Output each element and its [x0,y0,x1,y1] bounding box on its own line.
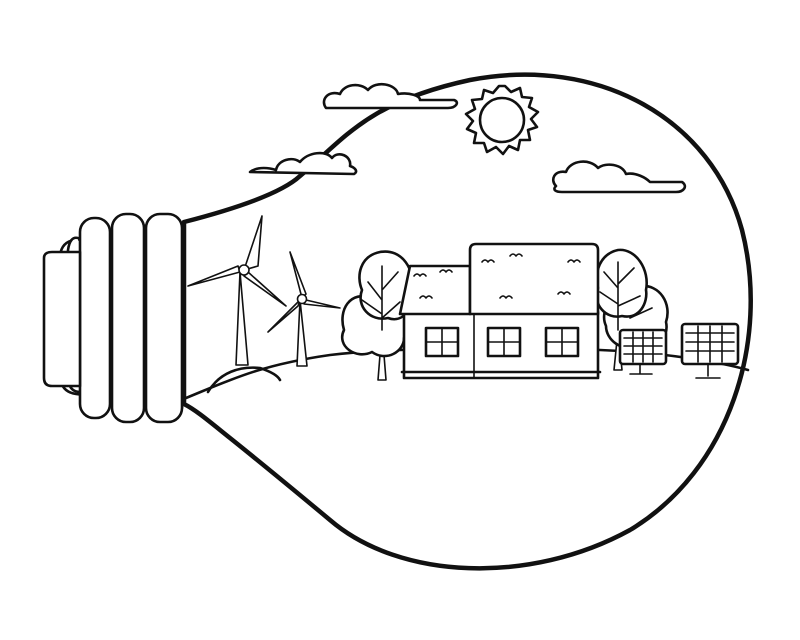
turbine-left-tower [235,271,249,366]
solar-panel-2-cells [685,325,735,363]
house-roof-right [468,242,600,316]
cloud-left [248,151,358,176]
turbine-left-blade-3 [243,271,287,307]
bulb-base-tip [42,250,82,388]
tree-left-branches [361,265,401,331]
solar-panel-1-stand [629,363,653,375]
roof-shingle-marks [413,253,581,299]
window-1-panes [425,327,459,357]
solar-panel-2 [680,322,740,379]
turbine-left-blade-1 [243,215,263,271]
house [398,242,602,380]
bulb-screw-base [42,212,184,424]
thread-ring-1 [78,216,112,420]
cloud-right [552,160,687,194]
turbine-left-blade-2 [187,265,241,287]
solar-panel-1 [618,328,668,375]
turbine-left-hub [238,264,250,276]
sun-disc [478,96,526,144]
solar-panel-1-cells [623,331,663,363]
turbine-right-hub [296,293,308,305]
house-window-1 [424,326,460,358]
turbine-right-blade-3 [303,299,341,309]
bulb-glass-outline [181,72,753,571]
thread-ring-3 [144,212,184,424]
turbine-right-tower [296,299,308,367]
thread-ring-2 [110,212,146,424]
house-window-2 [486,326,522,358]
house-roof-left [398,264,472,316]
window-3-panes [545,327,579,357]
wind-turbine-right [267,251,341,367]
small-mound [206,366,282,394]
tree-right-branches [599,261,653,331]
cloud-top [322,82,459,110]
sun [464,84,540,156]
tree-right-foliage-top [595,248,648,318]
solar-panel-2-stand [695,363,721,379]
turbine-right-blade-1 [289,251,307,299]
wind-turbine-left [187,215,287,366]
tree-left [340,250,414,381]
house-window-3 [544,326,580,358]
window-2-panes [487,327,521,357]
